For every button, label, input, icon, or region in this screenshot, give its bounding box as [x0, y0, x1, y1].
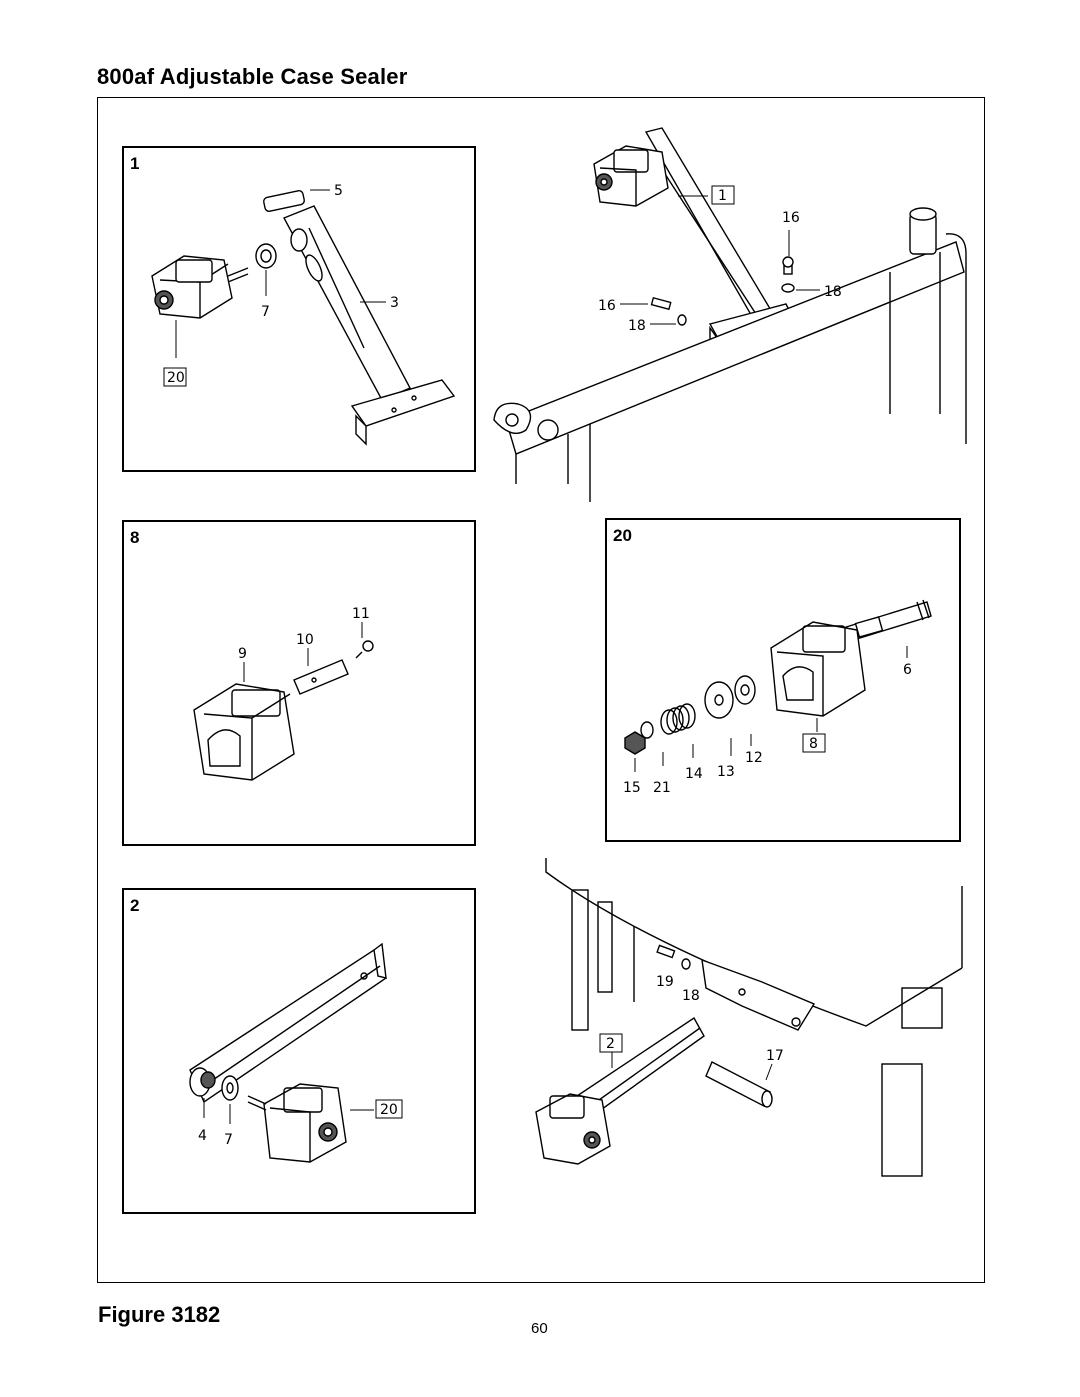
frame-arm-mount-illustration: 19 18 2 17	[535, 858, 963, 1177]
figure-label: Figure 3182	[98, 1302, 221, 1327]
callout-20: 20	[380, 1102, 398, 1118]
panel-number: 2	[130, 896, 140, 915]
arm-assembly-illustration: 4 7 20	[189, 942, 403, 1163]
panel-2: 2 4 7 20	[122, 888, 476, 1214]
panel-8: 8 11 10 9	[122, 520, 476, 846]
callout-14: 14	[685, 766, 703, 782]
callout-11: 11	[352, 606, 370, 622]
callout-8: 8	[809, 736, 818, 752]
roller-shaft-illustration: 6 8 12 13 14 21 15	[623, 599, 932, 796]
callout-7: 7	[261, 304, 270, 320]
callout-3: 3	[390, 295, 399, 311]
panel-1: 1 5 7 3 20	[122, 146, 476, 472]
slide-block-illustration: 11 10 9	[193, 606, 374, 781]
callout-5: 5	[334, 183, 343, 199]
callout-15: 15	[623, 780, 641, 796]
callout-18: 18	[682, 988, 700, 1004]
callout-16: 16	[782, 210, 800, 226]
page-title: 800af Adjustable Case Sealer	[97, 64, 408, 89]
figure-frame	[97, 97, 985, 1283]
callout-19: 19	[656, 974, 674, 990]
callout-4: 4	[198, 1128, 207, 1144]
panel-number: 8	[130, 528, 140, 547]
callout-1: 1	[718, 188, 727, 204]
callout-16-left: 16	[598, 298, 616, 314]
callout-6: 6	[903, 662, 912, 678]
callout-18: 18	[824, 284, 842, 300]
panel-20: 20 6 8 12 13 14 21	[605, 518, 961, 842]
callout-10: 10	[296, 632, 314, 648]
frame-mount-illustration: 1 16 18 16 18	[493, 127, 967, 502]
page-number: 60	[531, 1320, 548, 1337]
callout-17: 17	[766, 1048, 784, 1064]
callout-2: 2	[606, 1036, 615, 1052]
panel-number: 1	[130, 154, 140, 173]
callout-13: 13	[717, 764, 735, 780]
callout-20: 20	[167, 370, 185, 386]
callout-9: 9	[238, 646, 247, 662]
bracket-assembly-illustration: 5 7 3 20	[151, 183, 456, 446]
panel-number: 20	[613, 526, 632, 545]
callout-18-left: 18	[628, 318, 646, 334]
callout-12: 12	[745, 750, 763, 766]
callout-21: 21	[653, 780, 671, 796]
callout-7: 7	[224, 1132, 233, 1148]
